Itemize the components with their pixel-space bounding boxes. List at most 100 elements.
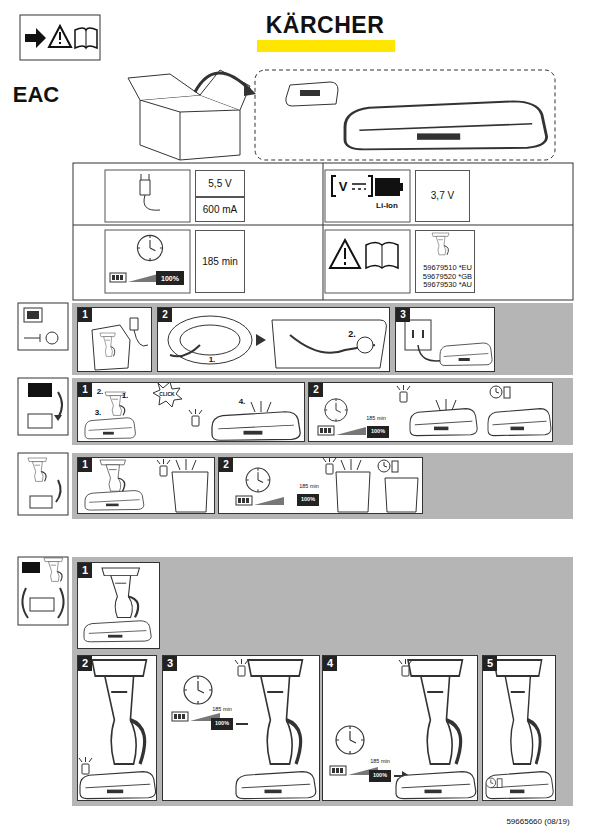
row-1-setup <box>24 334 40 342</box>
row-1-setup <box>180 325 240 355</box>
unpacking-illustration <box>286 82 338 106</box>
spec-value: 3,7 V <box>431 190 454 202</box>
callout-text: 185 min <box>212 707 232 713</box>
row-4-charge-both <box>236 772 316 799</box>
callout-text: 185 min <box>366 416 386 422</box>
row-4-charge-both <box>396 772 476 799</box>
row-1-setup <box>440 343 492 366</box>
row-4-charge-both <box>92 660 146 764</box>
row-3-charge-device <box>236 496 252 505</box>
spec-value: 600 mA <box>203 204 237 216</box>
row-2-charge-station <box>18 378 68 435</box>
row-1-setup <box>256 334 266 346</box>
row-4-charge-both <box>18 557 573 806</box>
spec-table <box>141 174 149 180</box>
row-4-charge-both <box>248 660 302 764</box>
callout-text: V <box>339 180 348 193</box>
safety-icon-box <box>59 32 61 44</box>
spec-cell: 5,5 V <box>195 170 245 197</box>
row-4-charge-both <box>102 568 139 617</box>
row-3-charge-device <box>172 472 208 512</box>
row-4-charge-both <box>84 621 151 642</box>
row-2-charge-station <box>410 409 477 436</box>
step-number: 3 <box>396 308 410 322</box>
row-1-setup <box>357 337 373 353</box>
row-4-charge-both <box>494 660 542 764</box>
row-1-setup <box>130 318 148 346</box>
row-1-setup <box>77 307 152 372</box>
row-4-charge-both <box>77 655 157 801</box>
unpacking-illustration <box>140 95 240 160</box>
row-2-charge-station <box>77 382 305 442</box>
spec-table <box>375 178 400 196</box>
row-2-charge-station <box>85 418 135 439</box>
row-3-charge-device <box>297 494 319 506</box>
step-panel: 1 <box>77 562 160 649</box>
step-number: 1 <box>78 458 92 472</box>
row-2-charge-station <box>436 399 456 410</box>
row-1-setup <box>100 333 115 356</box>
row-2-charge-station <box>325 399 347 421</box>
row-1-setup <box>157 307 390 372</box>
spec-table <box>73 163 573 300</box>
safety-icon-box <box>49 26 71 47</box>
spec-table <box>325 170 410 222</box>
row-1-setup <box>395 307 495 372</box>
step-panel: 2 <box>308 382 553 442</box>
row-3-charge-device <box>341 459 361 470</box>
row-4-charge-both <box>80 772 156 799</box>
spec-value: 185 min <box>202 256 238 268</box>
part-number-box: 59679510 *EU59679520 *GB59679530 *AU <box>415 230 475 293</box>
spec-table <box>344 248 346 265</box>
step-panel: 1 <box>77 307 152 372</box>
spec-table <box>366 243 398 269</box>
row-3-charge-device <box>323 457 336 474</box>
spec-table <box>137 235 162 260</box>
step-number: 4 <box>323 656 337 671</box>
step-panel: 2 <box>157 307 390 372</box>
row-3-charge-device <box>385 478 418 512</box>
step-panel: 2 <box>77 655 157 801</box>
spec-table <box>110 273 126 282</box>
spec-table <box>325 230 410 293</box>
step-panel: 3 <box>162 655 320 801</box>
row-1-setup <box>92 325 130 370</box>
row-4-charge-both <box>399 659 412 676</box>
step-panel: 2 <box>218 457 423 514</box>
callout-text: 1. <box>122 392 129 400</box>
spec-table <box>105 230 190 293</box>
row-1-setup <box>24 308 42 322</box>
step-number: 5 <box>483 656 497 671</box>
step-panel: 4 <box>322 655 478 801</box>
unpacking-illustration <box>300 90 320 96</box>
unpacking-illustration <box>244 82 256 96</box>
spec-table <box>73 163 573 300</box>
callout-text: 100% <box>161 275 179 282</box>
step-number: 2 <box>309 383 323 397</box>
callout-text: 4. <box>239 398 246 406</box>
certification-mark: EAC <box>13 84 59 106</box>
row-2-charge-station <box>397 385 410 402</box>
step-number: 2 <box>78 656 92 671</box>
safety-icon-box <box>75 28 97 48</box>
row-1-setup <box>272 320 386 368</box>
spec-table <box>382 245 383 268</box>
row-1-setup <box>18 303 573 375</box>
callout-text: 100% <box>215 721 229 727</box>
row-2-charge-station <box>189 409 202 426</box>
safety-icon-box <box>20 15 100 60</box>
row-2-charge-station <box>318 426 334 435</box>
row-4-charge-both <box>211 718 233 730</box>
row-4-charge-both <box>162 655 320 801</box>
row-4-charge-both <box>44 558 63 581</box>
row-3-charge-device <box>56 480 61 502</box>
callout-text: 100% <box>373 773 387 779</box>
row-3-charge-device <box>157 459 170 476</box>
spec-table <box>156 271 184 285</box>
step-number: 2 <box>158 308 172 322</box>
spec-table <box>330 240 360 268</box>
row-3-charge-device <box>85 491 144 511</box>
spec-table <box>352 184 366 189</box>
spec-value: 5,5 V <box>208 178 231 190</box>
